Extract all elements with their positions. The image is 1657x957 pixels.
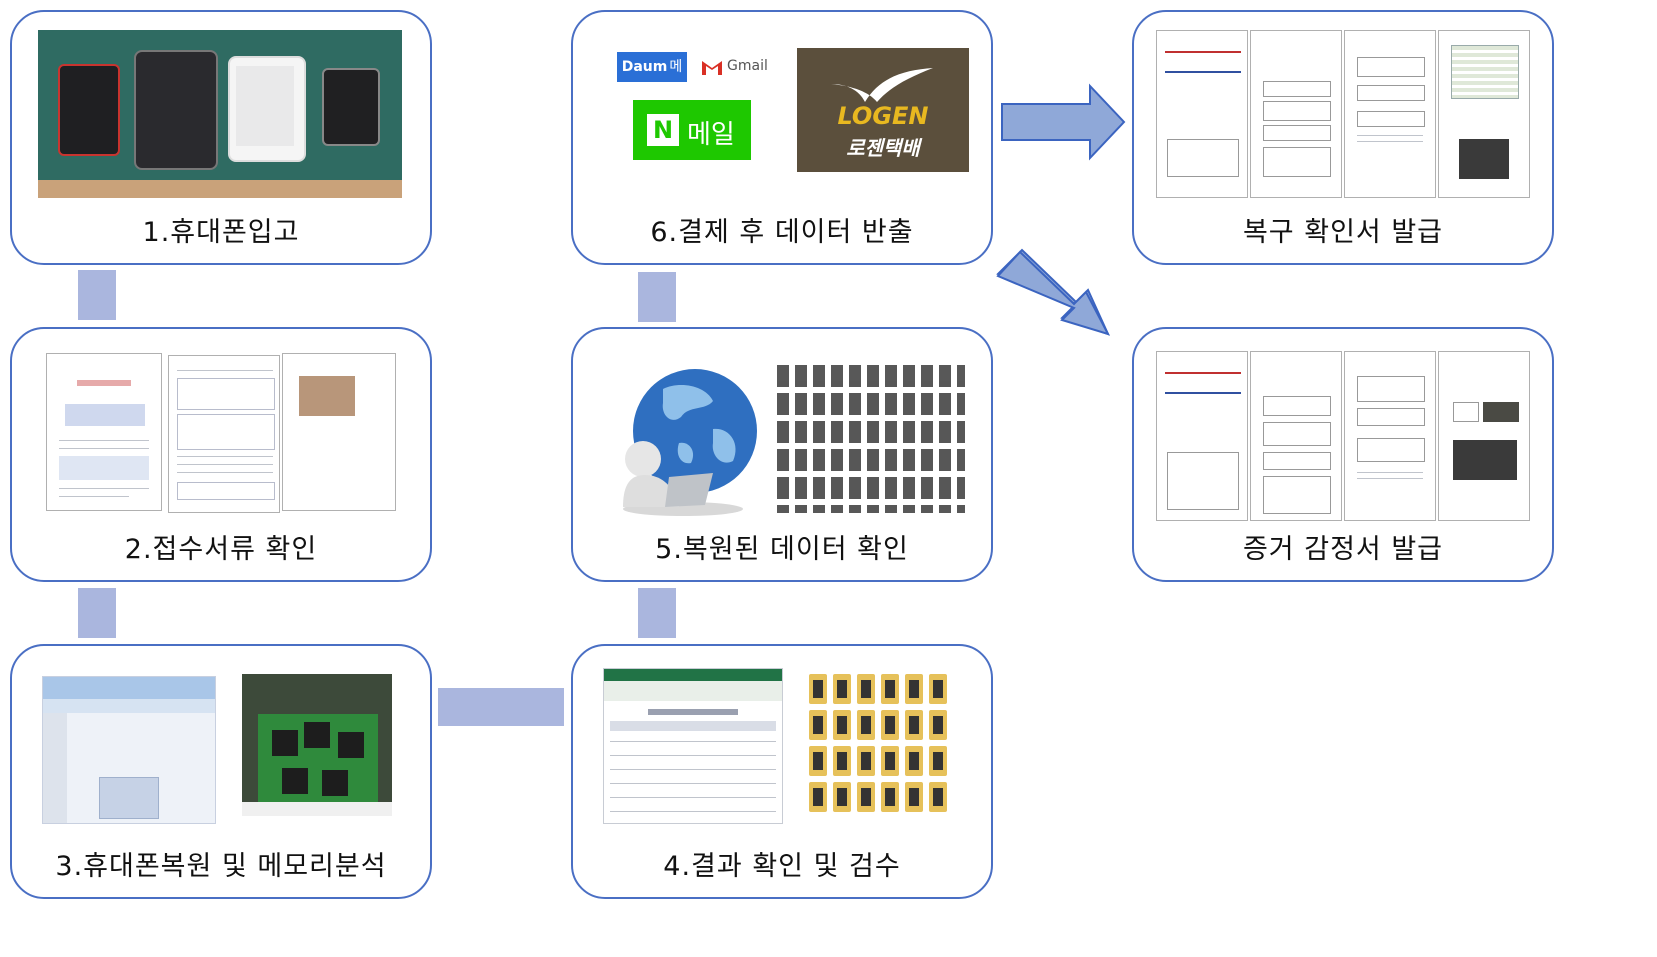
receipt-document [46, 353, 162, 511]
connector-5-6 [638, 272, 676, 322]
analysis-software-screenshot [42, 676, 216, 824]
step-card-result-review: 4.결과 확인 및 검수 [571, 644, 993, 899]
step-label: 3.휴대폰복원 및 메모리분석 [55, 851, 387, 882]
globe-user-icon [623, 369, 757, 516]
evidence-doc-page-2 [1250, 351, 1342, 521]
connector-2-3 [78, 588, 116, 638]
step-label: 1.휴대폰입고 [142, 217, 300, 248]
naver-mail-logo: N 메일 [633, 100, 751, 160]
logen-wing-icon [831, 68, 933, 102]
recovery-doc-page-3 [1344, 30, 1436, 198]
application-form-document [168, 355, 280, 513]
connector-1-2 [78, 270, 116, 320]
recovered-images-grid [777, 365, 965, 513]
result-spreadsheet-screenshot [603, 668, 783, 824]
step-label: 2.접수서류 확인 [124, 534, 318, 565]
recovery-doc-page-2 [1250, 30, 1342, 198]
recovered-folders-grid [807, 670, 961, 820]
arrow-to-evidence-icon [996, 248, 1110, 336]
step-card-restore-analysis: 3.휴대폰복원 및 메모리분석 [10, 644, 432, 899]
gmail-icon [702, 61, 722, 75]
evidence-doc-page-4 [1438, 351, 1530, 521]
output-label: 복구 확인서 발급 [1242, 217, 1444, 248]
step-card-phone-intake: 1.휴대폰입고 [10, 10, 432, 265]
id-copy-document [282, 353, 396, 511]
phone-2 [134, 50, 218, 170]
step-label: 4.결과 확인 및 검수 [663, 851, 901, 882]
recovery-doc-page-1 [1156, 30, 1248, 198]
logen-label: LOGEN [837, 102, 929, 130]
logen-kr-label: 로젠택배 [846, 136, 920, 160]
output-card-recovery-certificate: 복구 확인서 발급 [1132, 10, 1554, 265]
phone-1 [58, 64, 120, 156]
connector-4-5 [638, 588, 676, 638]
evidence-doc-page-1 [1156, 351, 1248, 521]
step-label: 6.결제 후 데이터 반출 [650, 217, 914, 248]
connector-3-4 [438, 688, 564, 726]
recovery-doc-page-4 [1438, 30, 1530, 198]
logen-logo: LOGEN 로젠택배 [797, 48, 969, 172]
output-card-evidence-report: 증거 감정서 발급 [1132, 327, 1554, 582]
naver-n-mark: N [647, 114, 679, 146]
phones-photo [38, 30, 402, 198]
output-label: 증거 감정서 발급 [1242, 534, 1444, 565]
step-card-restored-data: 5.복원된 데이터 확인 [571, 327, 993, 582]
memory-chip-sockets-photo [242, 674, 392, 816]
gmail-logo: Gmail [701, 52, 771, 82]
evidence-doc-page-3 [1344, 351, 1436, 521]
step-label: 5.복원된 데이터 확인 [655, 534, 909, 565]
step-card-document-check: 2.접수서류 확인 [10, 327, 432, 582]
naver-mail-label: 메일 [687, 120, 735, 150]
phone-4 [322, 68, 380, 146]
arrow-to-recovery-icon [1001, 83, 1126, 161]
gmail-label: Gmail [727, 58, 768, 74]
